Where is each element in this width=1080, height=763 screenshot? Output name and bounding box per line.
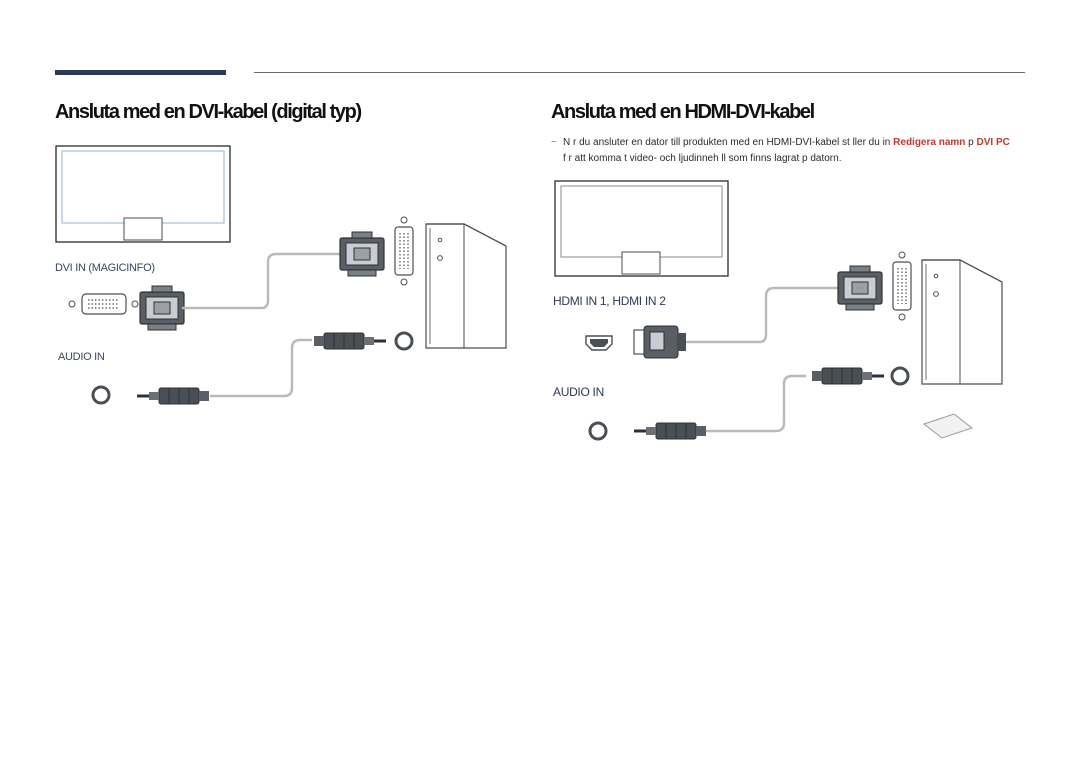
- dvi-plug-pc-right: [837, 265, 883, 311]
- audio-cable-right: [706, 374, 806, 433]
- dvi-plug-left: [139, 285, 185, 331]
- monitor-left: [55, 145, 231, 243]
- pc-tower-left: [425, 223, 507, 349]
- audio-plug-pc-right: [810, 366, 886, 386]
- hdmi-in-label: HDMI IN 1, HDMI IN 2: [553, 294, 666, 308]
- note-marker: −: [551, 137, 557, 148]
- audio-plug-left: [135, 386, 211, 406]
- audio-jack-left: [91, 385, 111, 405]
- note-highlight-dvi-pc: DVI PC: [976, 137, 1010, 148]
- note-text-2: p: [965, 137, 977, 148]
- audio-cable-left: [210, 338, 312, 398]
- dvi-port-left: [68, 293, 139, 315]
- note-highlight-edit-name: Redigera namn: [893, 137, 966, 148]
- audio-plug-pc-left: [312, 331, 388, 351]
- note-line-2: f r att komma t video- och ljudinneh ll …: [563, 153, 842, 164]
- dvi-port-pc-right: [892, 251, 912, 321]
- monitor-right: [554, 180, 729, 277]
- dvi-port-pc-left: [394, 216, 414, 286]
- note-line-1: −N r du ansluter en dator till produkten…: [551, 135, 1021, 151]
- dvi-in-magicinfo-label: DVI IN (MAGICINFO): [55, 262, 155, 274]
- pc-tower-right: [921, 259, 1003, 385]
- dvi-plug-pc-left: [339, 231, 385, 277]
- hdmi-dvi-cable: [686, 286, 842, 344]
- audio-plug-right: [632, 421, 708, 441]
- dvi-cable-left: [182, 252, 344, 310]
- cable-accessory: [922, 413, 974, 439]
- heading-hdmi-dvi-connection: Ansluta med en HDMI-DVI-kabel: [551, 101, 815, 123]
- heading-dvi-connection: Ansluta med en DVI-kabel (digital typ): [55, 101, 362, 123]
- hdmi-note: −N r du ansluter en dator till produkten…: [551, 135, 1021, 167]
- note-text-1: N r du ansluter en dator till produkten …: [563, 137, 894, 148]
- audio-jack-right: [588, 421, 608, 441]
- audio-jack-pc-left: [394, 331, 414, 351]
- header-rule: [254, 72, 1025, 73]
- audio-in-label-left: AUDIO IN: [58, 351, 105, 363]
- hdmi-port: [585, 335, 613, 351]
- section-accent-bar: [55, 70, 226, 75]
- audio-in-label-right: AUDIO IN: [553, 385, 604, 399]
- hdmi-plug: [633, 325, 686, 359]
- audio-jack-pc-right: [890, 366, 910, 386]
